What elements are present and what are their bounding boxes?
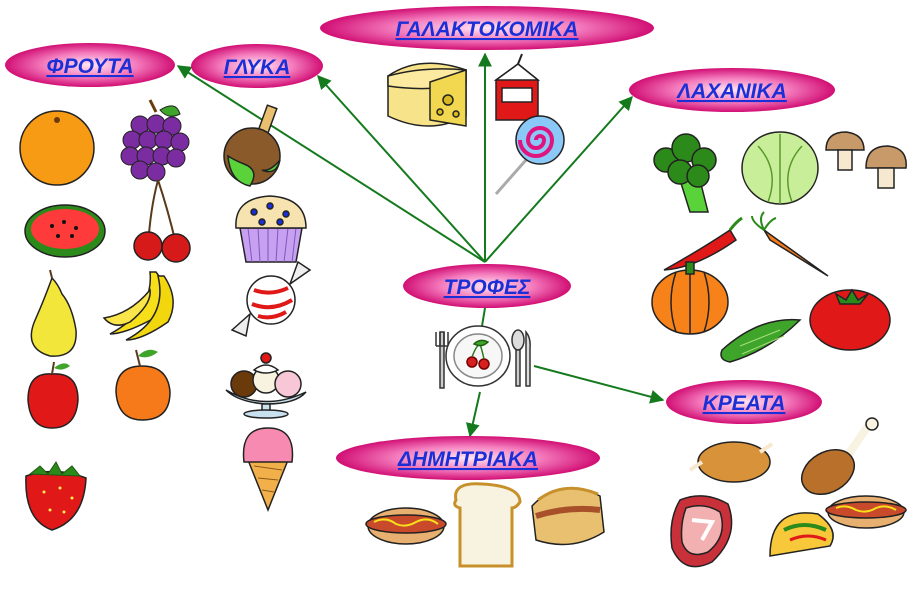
- node-dairy: ΓΑΛΑΚΤΟΚΟΜΙΚΑ: [320, 6, 654, 50]
- node-cereals-label: ΔΗΜΗΤΡΙΑΚΑ: [397, 448, 538, 471]
- arrow-to-meat: [533, 365, 665, 404]
- chili-pepper-icon: [663, 216, 743, 271]
- plate-cutlery-icon: [435, 325, 531, 389]
- node-meat-label: ΚΡΕΑΤΑ: [703, 392, 786, 415]
- arrow-to-vegetables: [484, 95, 633, 263]
- sandwich-icon: [531, 486, 605, 546]
- candy-apple-icon: [223, 104, 281, 187]
- tomato-icon: [809, 288, 891, 351]
- node-vegetables: ΛΑΧΑΝΙΚΑ: [629, 68, 835, 112]
- lollipop-icon: [494, 115, 565, 195]
- node-dairy-label: ΓΑΛΑΚΤΟΚΟΜΙΚΑ: [396, 18, 579, 41]
- orange-icon: [19, 110, 95, 186]
- node-sweets-label: ΓΛΥΚΑ: [224, 56, 291, 79]
- cabbage-icon: [741, 131, 819, 205]
- arrows: [176, 52, 665, 438]
- node-center: ΤΡΟΦΕΣ: [403, 264, 571, 308]
- peach-icon: [115, 349, 171, 421]
- ice-cream-cone-icon: [242, 427, 294, 513]
- taco-icon: [769, 512, 834, 557]
- arrow-center-to-plate: [481, 307, 486, 327]
- steak-icon: [670, 495, 733, 568]
- cheese-icon: [387, 62, 467, 127]
- pumpkin-icon: [651, 261, 729, 335]
- apple-icon: [27, 361, 79, 429]
- arrow-to-fruits: [176, 65, 486, 263]
- mushrooms-icon: [825, 131, 907, 189]
- bananas-icon: [102, 271, 174, 341]
- drumstick-icon: [801, 417, 879, 496]
- node-vegetables-label: ΛΑΧΑΝΙΚΑ: [676, 80, 787, 103]
- node-cereals: ΔΗΜΗΤΡΙΑΚΑ: [336, 436, 600, 480]
- arrow-to-cereals: [465, 391, 481, 438]
- cherries-icon: [133, 179, 191, 263]
- strawberry-icon: [25, 461, 87, 531]
- node-center-label: ΤΡΟΦΕΣ: [444, 276, 531, 299]
- grapes-icon: [120, 99, 190, 182]
- node-fruits-label: ΦΡΟΥΤΑ: [46, 55, 133, 78]
- banana-split-icon: [225, 352, 307, 419]
- broccoli-icon: [653, 133, 717, 213]
- watermelon-icon: [24, 204, 106, 258]
- carrot-icon: [751, 211, 829, 277]
- muffin-icon: [235, 195, 307, 263]
- node-meat: ΚΡΕΑΤΑ: [666, 380, 822, 424]
- node-sweets: ΓΛΥΚΑ: [191, 44, 323, 88]
- arrow-to-sweets: [317, 74, 486, 263]
- hot-dog-icon: [365, 507, 447, 545]
- cucumber-icon: [720, 318, 802, 363]
- milk-carton-icon: [493, 53, 541, 121]
- wrapped-candy-icon: [230, 260, 312, 338]
- roast-chicken-icon: [688, 441, 774, 483]
- node-fruits: ΦΡΟΥΤΑ: [5, 43, 175, 87]
- bread-slice-icon: [453, 482, 522, 568]
- pear-icon: [30, 269, 77, 357]
- hot-dog-icon-meat: [825, 495, 907, 529]
